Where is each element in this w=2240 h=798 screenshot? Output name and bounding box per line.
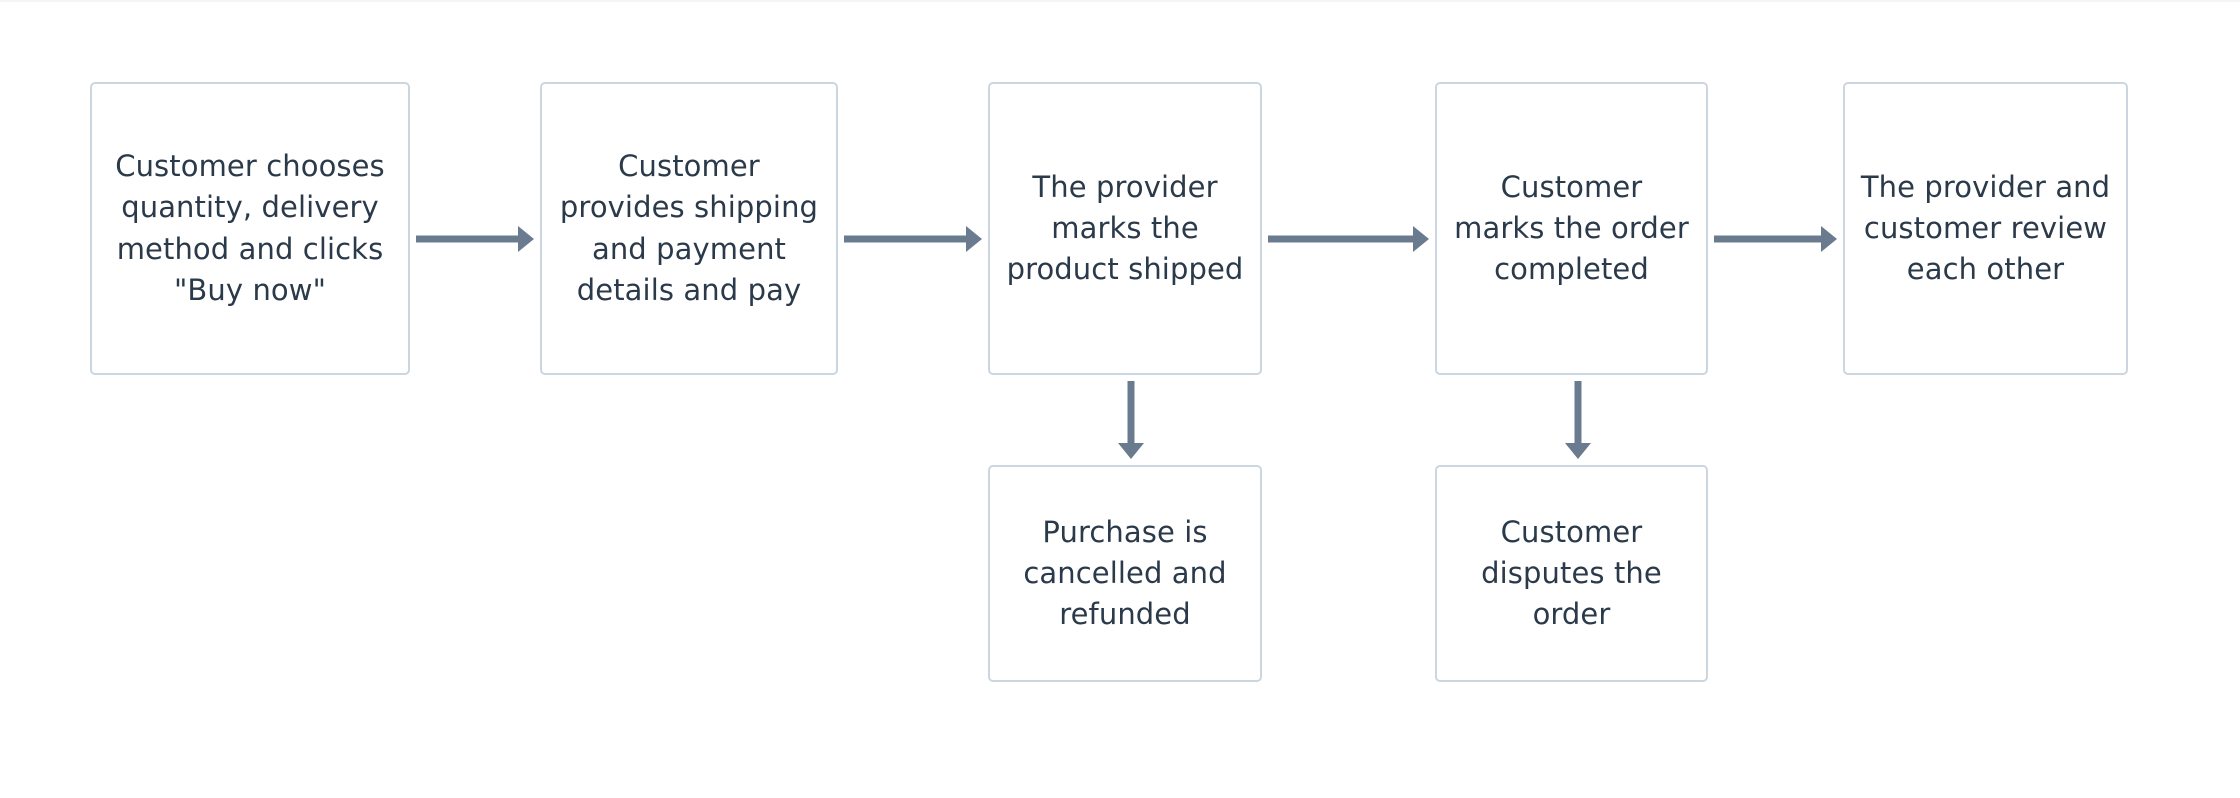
node-purchase-cancelled[interactable]: Purchase is cancelled and refunded bbox=[988, 465, 1262, 682]
arrow-e3-right-icon bbox=[1268, 226, 1429, 252]
node-label: Customer chooses quantity, delivery meth… bbox=[115, 149, 385, 307]
arrow-e5-down-icon bbox=[1118, 381, 1144, 459]
node-label: Customer provides shipping and payment d… bbox=[559, 149, 819, 307]
arrow-e6-down-icon bbox=[1565, 381, 1591, 459]
arrow-e2-right-icon bbox=[844, 226, 982, 252]
arrow-e4-right-icon bbox=[1714, 226, 1837, 252]
node-label: The provider marks the product shipped bbox=[1006, 169, 1244, 287]
node-mutual-review[interactable]: The provider and customer review each ot… bbox=[1843, 82, 2128, 375]
node-customer-marks-completed[interactable]: Customer marks the order completed bbox=[1435, 82, 1708, 375]
node-customer-disputes[interactable]: Customer disputes the order bbox=[1435, 465, 1708, 682]
node-label: Purchase is cancelled and refunded bbox=[1023, 514, 1227, 632]
node-label: Customer marks the order completed bbox=[1454, 169, 1689, 287]
top-divider bbox=[0, 0, 2240, 2]
node-label: The provider and customer review each ot… bbox=[1860, 169, 2111, 287]
node-choose-quantity[interactable]: Customer chooses quantity, delivery meth… bbox=[90, 82, 410, 375]
node-label: Customer disputes the order bbox=[1481, 514, 1662, 632]
node-shipping-payment[interactable]: Customer provides shipping and payment d… bbox=[540, 82, 838, 375]
arrow-e1-right-icon bbox=[416, 226, 534, 252]
node-provider-marks-shipped[interactable]: The provider marks the product shipped bbox=[988, 82, 1262, 375]
